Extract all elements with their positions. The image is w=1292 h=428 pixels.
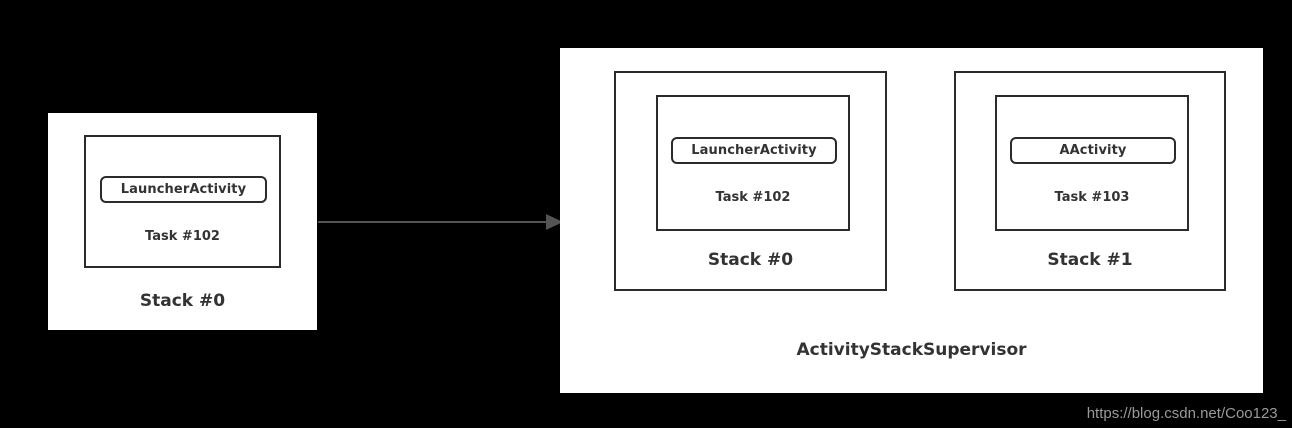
stack-box-0: LauncherActivity Task #102 <box>84 135 281 268</box>
task-label-102: Task #102 <box>145 229 220 244</box>
supervisor-stack-label-0: Stack #0 <box>707 250 794 270</box>
transition-arrow <box>318 214 563 230</box>
supervisor-stack-label-1: Stack #1 <box>1047 250 1133 270</box>
activity-pill-aactivity[interactable]: AActivity <box>1010 137 1176 164</box>
task-label-102-supervisor: Task #102 <box>715 190 791 205</box>
activity-stack-supervisor-title: ActivityStackSupervisor <box>796 340 1027 360</box>
activity-pill-launcheractivity[interactable]: LauncherActivity <box>100 176 267 203</box>
before-state-panel: LauncherActivity Task #102 Stack #0 <box>48 113 317 330</box>
supervisor-task-box-102: LauncherActivity Task #102 <box>656 95 850 231</box>
supervisor-stack-box-0: LauncherActivity Task #102 Stack #0 <box>614 71 887 291</box>
activity-pill-launcheractivity-supervisor[interactable]: LauncherActivity <box>671 137 837 164</box>
arrowhead-icon <box>546 214 563 230</box>
supervisor-task-box-103: AActivity Task #103 <box>995 95 1189 231</box>
supervisor-stack-box-1: AActivity Task #103 Stack #1 <box>954 71 1226 291</box>
activity-stack-supervisor-panel: LauncherActivity Task #102 Stack #0 AAct… <box>560 48 1263 393</box>
stack-label-0: Stack #0 <box>139 291 226 311</box>
watermark-text: https://blog.csdn.net/Coo123_ <box>1086 405 1286 422</box>
task-label-103: Task #103 <box>1054 190 1130 205</box>
